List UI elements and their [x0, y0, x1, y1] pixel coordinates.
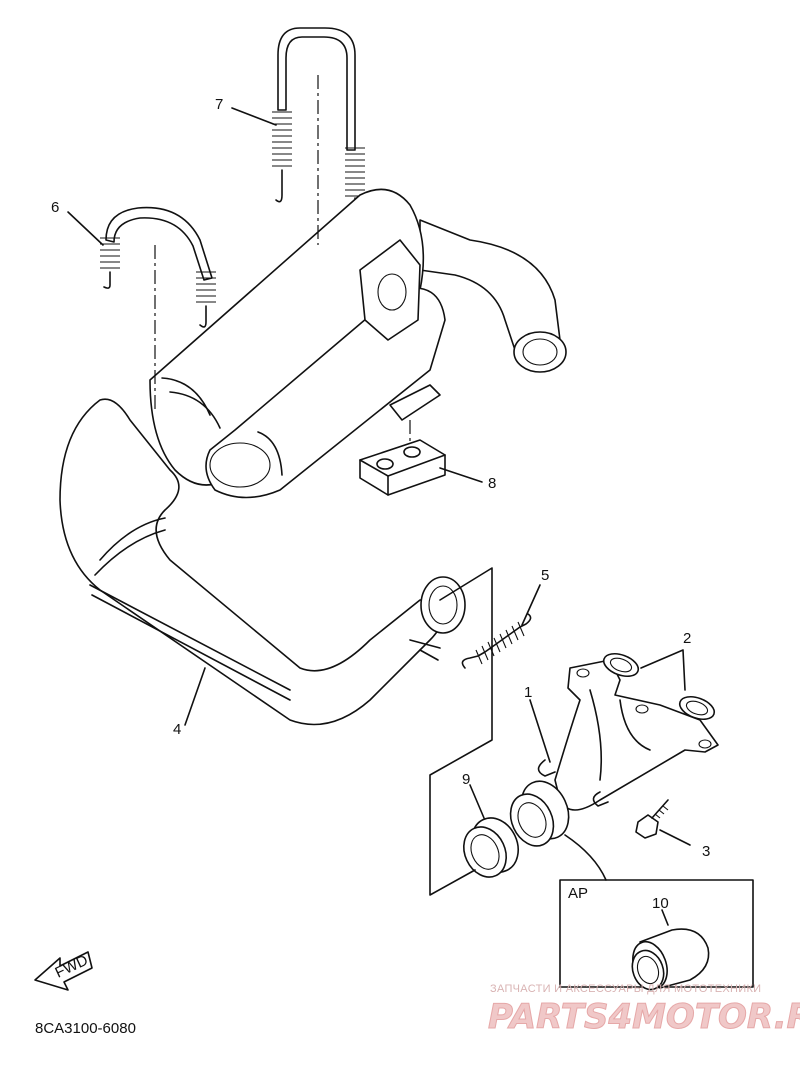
part-9-ring: [463, 817, 519, 878]
group-brackets: [429, 567, 493, 896]
callout-labels: 1 2 3 4 5 6 7 8 9 10: [51, 96, 710, 912]
leader-lines: [67, 107, 691, 926]
watermark-tagline: ЗАПЧАСТИ И АКСЕССУАРЫ ДЛЯ МОТОТЕХНИКИ: [490, 983, 761, 995]
part-4-muffler-assembly: [59, 188, 567, 726]
part-1-manifold: [509, 659, 719, 847]
callout-7: 7: [215, 96, 223, 113]
callout-1: 1: [524, 684, 532, 701]
callout-4: 4: [173, 721, 181, 738]
part-8-damper: [359, 439, 446, 496]
diagram-code: 8CA3100-6080: [35, 1020, 136, 1037]
ap-inset-label: AP: [568, 885, 588, 902]
callout-2: 2: [683, 630, 691, 647]
part-5-spring: [461, 613, 532, 669]
watermark: ЗАПЧАСТИ И АКСЕССУАРЫ ДЛЯ МОТОТЕХНИКИ PA…: [488, 983, 800, 1038]
callout-9: 9: [462, 771, 470, 788]
center-lines: [154, 75, 411, 445]
part-10-collar: [631, 928, 710, 991]
callout-6: 6: [51, 199, 59, 216]
fwd-arrow: FWD: [34, 951, 93, 991]
ap-inset: AP: [559, 879, 754, 991]
part-3-bolt: [635, 799, 669, 839]
part-2-gaskets: [602, 652, 716, 721]
callout-3: 3: [702, 843, 710, 860]
part-6-hanger: [100, 206, 216, 328]
callout-8: 8: [488, 475, 496, 492]
callout-10: 10: [652, 895, 669, 912]
callout-5: 5: [541, 567, 549, 584]
watermark-logo-text: PARTS4MOTOR.RU: [488, 997, 800, 1037]
